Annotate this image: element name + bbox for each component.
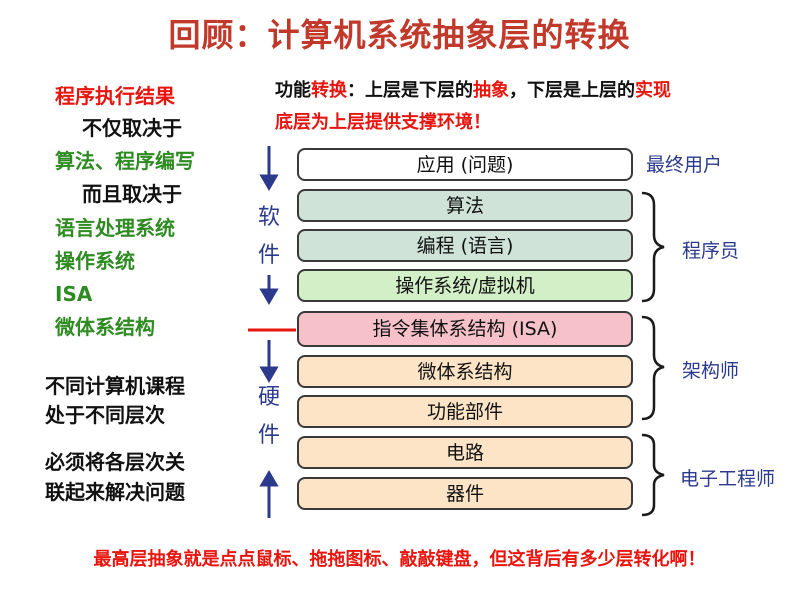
- layer-isa: 指令集体系结构 (ISA): [297, 311, 633, 347]
- language-system-label: 语言处理系统: [55, 216, 175, 240]
- layer-programming-language: 编程 (语言): [297, 229, 633, 262]
- note-highlight-abstraction: 抽象: [473, 80, 509, 101]
- but-also-label: 而且取决于: [82, 182, 182, 206]
- note-support-text: 底层为上层提供支撑环境！: [275, 112, 491, 133]
- microarchitecture-label: 微体系结构: [55, 315, 155, 339]
- relate-line-2: 联起来解决问题: [45, 480, 185, 504]
- layer-functional-units: 功能部件: [297, 395, 633, 428]
- layer-devices: 器件: [297, 477, 633, 510]
- footer-note: 最高层抽象就是点点鼠标、拖拖图标、敲敲键盘，但这背后有多少层转化啊！: [93, 549, 706, 570]
- layer-application: 应用 (问题): [297, 148, 633, 181]
- operating-system-label: 操作系统: [55, 249, 135, 273]
- result-label: 程序执行结果: [55, 84, 175, 108]
- brace-architect: [641, 315, 665, 421]
- role-programmer: 程序员: [682, 240, 740, 262]
- layer-microarchitecture: 微体系结构: [297, 355, 633, 388]
- transform-note-line-1: 功能转换：上层是下层的抽象，下层是上层的实现: [275, 76, 671, 102]
- side-arrows: [248, 146, 296, 518]
- note-fragment: ：上层是下层的: [347, 80, 473, 101]
- note-highlight-implementation: 实现: [635, 80, 671, 101]
- arrow-down-icon: [259, 174, 279, 191]
- algorithm-programming-label: 算法、程序编写: [55, 149, 195, 173]
- hardware-label-1: 硬: [257, 385, 280, 410]
- layer-algorithm: 算法: [297, 189, 633, 222]
- role-end-user: 最终用户: [646, 154, 723, 176]
- layer-circuits: 电路: [297, 436, 633, 469]
- courses-line-2: 处于不同层次: [45, 403, 165, 427]
- arrow-up-icon: [259, 470, 279, 487]
- relate-line-1: 必须将各层次关: [45, 450, 185, 474]
- courses-line-1: 不同计算机课程: [45, 374, 185, 398]
- note-fragment: ，下层是上层的: [509, 80, 635, 101]
- note-fragment: 功能: [275, 80, 311, 101]
- software-label-2: 件: [257, 243, 280, 268]
- layer-os-vm: 操作系统/虚拟机: [297, 269, 633, 302]
- brace-programmer: [641, 191, 665, 303]
- hardware-label-2: 件: [257, 423, 280, 448]
- arrow-up-icon: [259, 288, 279, 305]
- depends-not-only-label: 不仅取决于: [82, 116, 182, 140]
- arrow-down-icon: [259, 366, 279, 383]
- page-title: 回顾：计算机系统抽象层的转换: [168, 16, 631, 54]
- brace-electrical-engineer: [641, 433, 665, 517]
- software-label-1: 软: [257, 205, 280, 230]
- role-architect: 架构师: [682, 360, 740, 382]
- role-braces: [641, 191, 665, 517]
- role-electrical-engineer: 电子工程师: [680, 468, 776, 490]
- isa-label: ISA: [55, 282, 93, 306]
- transform-note-line-2: 底层为上层提供支撑环境！: [275, 108, 491, 134]
- note-highlight-transform: 转换: [311, 80, 347, 101]
